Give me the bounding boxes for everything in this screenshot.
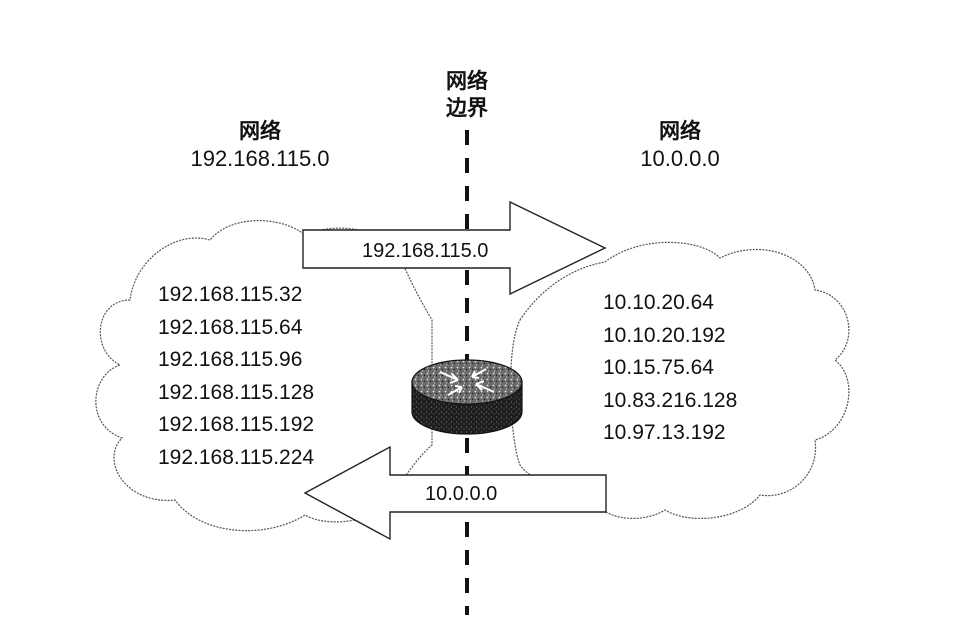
right-subnet-list: 10.10.20.64 10.10.20.192 10.15.75.64 10.… [603, 287, 737, 450]
right-network-address: 10.0.0.0 [640, 146, 720, 171]
right-subnet-item: 10.10.20.192 [603, 323, 726, 347]
left-network-title: 网络 [239, 119, 281, 143]
right-arrow [302, 200, 607, 296]
left-network-cloud [95, 219, 433, 532]
left-arrow-label: 10.0.0.0 [425, 483, 497, 505]
right-subnet-item: 10.97.13.192 [603, 421, 726, 444]
left-subnet-item: 192.168.115.224 [158, 445, 315, 469]
right-subnet-item: 10.10.20.64 [603, 291, 714, 314]
left-subnet-list: 192.168.115.32 192.168.115.64 192.168.11… [158, 279, 314, 474]
right-subnet-item: 10.83.216.128 [603, 388, 738, 412]
right-subnet-item: 10.15.75.64 [603, 356, 714, 379]
right-arrow-label: 192.168.115.0 [362, 240, 488, 262]
left-subnet-item: 192.168.115.32 [158, 283, 303, 306]
left-subnet-item: 192.168.115.96 [158, 348, 303, 371]
right-network-title: 网络 [659, 119, 701, 143]
left-subnet-item: 192.168.115.192 [158, 413, 315, 436]
boundary-label-line2: 边界 [446, 96, 488, 120]
boundary-label-line1: 网络 [446, 69, 488, 93]
left-subnet-item: 192.168.115.128 [158, 380, 315, 404]
left-arrow [303, 445, 607, 541]
router-icon [411, 359, 523, 435]
left-subnet-item: 192.168.115.64 [158, 315, 303, 339]
left-network-address: 192.168.115.0 [190, 146, 330, 171]
right-network-cloud [509, 241, 850, 520]
